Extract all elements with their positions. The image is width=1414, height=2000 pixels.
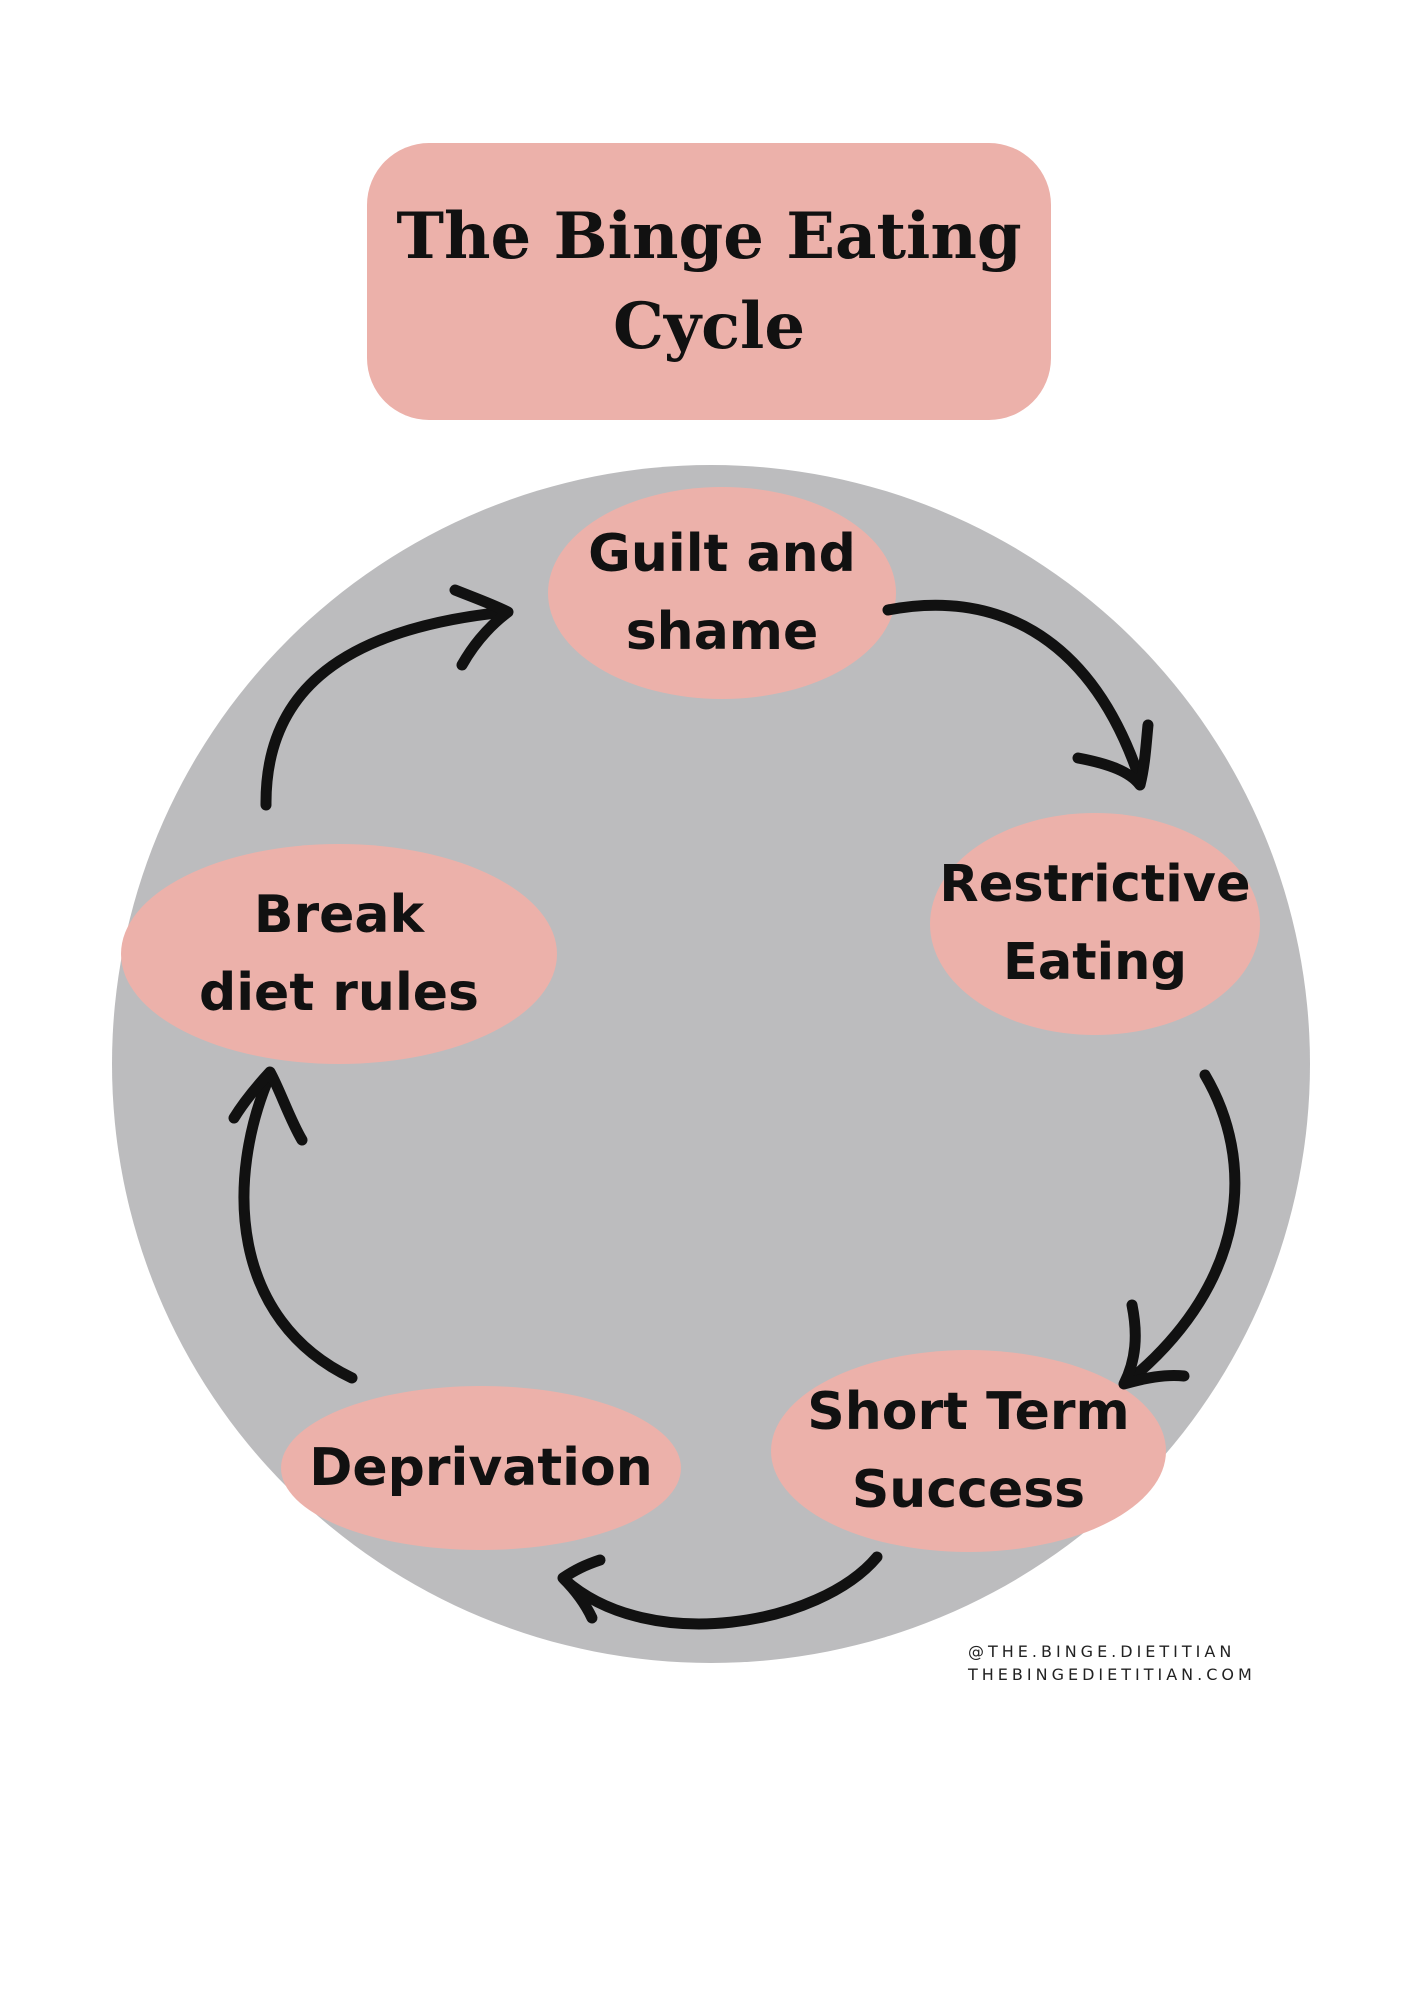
- stage-short-term-success: Short Term Success: [771, 1350, 1166, 1552]
- credit-website: THEBINGEDIETITIAN.COM: [968, 1665, 1256, 1684]
- title-box: The Binge Eating Cycle: [367, 143, 1051, 420]
- diagram-title: The Binge Eating Cycle: [396, 198, 1022, 364]
- stage-restrictive-eating: Restrictive Eating: [930, 813, 1260, 1035]
- stage-guilt-and-shame: Guilt and shame: [548, 487, 896, 699]
- credit-handle: @THE.BINGE.DIETITIAN: [968, 1642, 1236, 1661]
- stage-deprivation: Deprivation: [281, 1386, 681, 1550]
- stage-break-diet-rules: Break diet rules: [121, 844, 557, 1064]
